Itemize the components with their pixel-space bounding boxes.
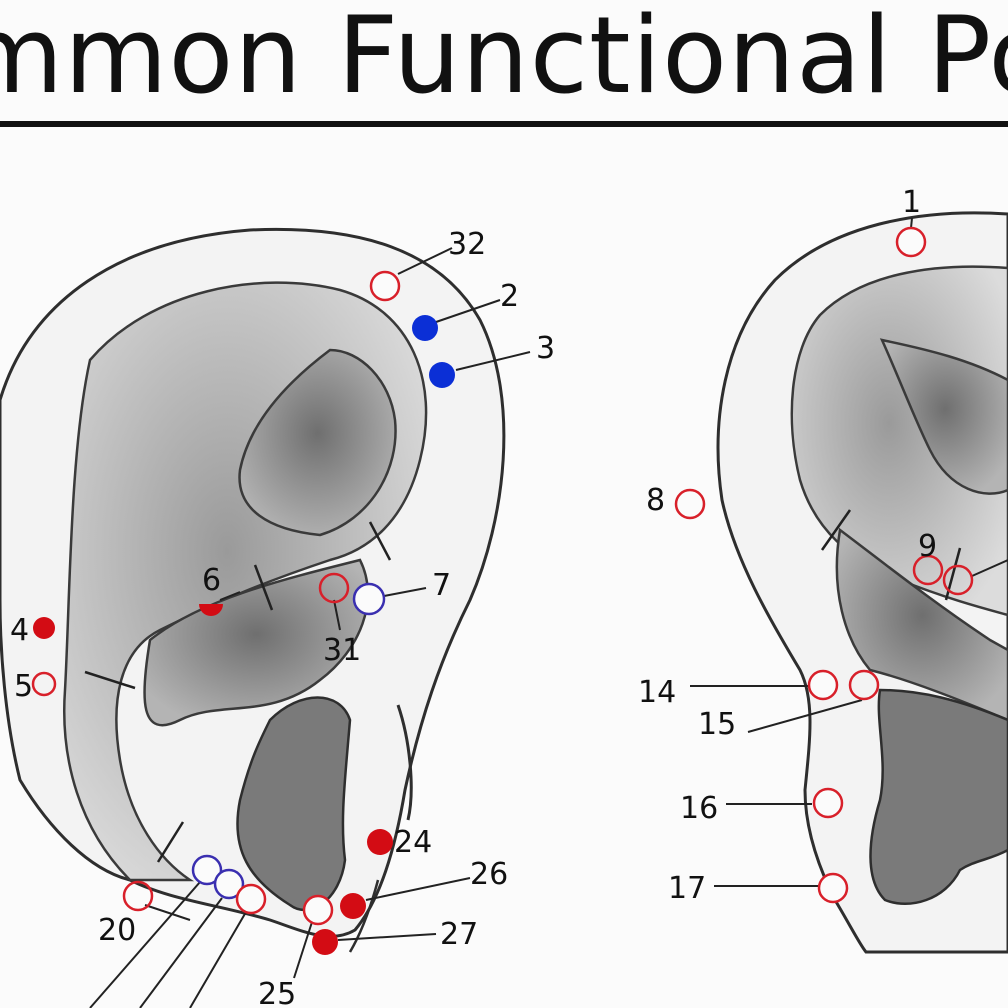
label-17: 17 bbox=[668, 871, 706, 906]
label-9: 9 bbox=[918, 529, 937, 564]
left-ear-fossa bbox=[238, 348, 397, 537]
left-ear-tragus-line bbox=[348, 879, 380, 953]
point-open-red-c bbox=[235, 883, 267, 915]
point-31-open bbox=[318, 572, 350, 604]
point-25-open bbox=[302, 894, 334, 926]
point-17-open bbox=[817, 872, 849, 904]
label-20: 20 bbox=[98, 913, 136, 948]
leader-line-22 bbox=[139, 897, 223, 1008]
label-7: 7 bbox=[432, 568, 451, 603]
label-15: 15 bbox=[698, 707, 736, 742]
point-14-open bbox=[807, 669, 839, 701]
point-9-open bbox=[912, 554, 944, 586]
point-8-open bbox=[674, 488, 706, 520]
right-ear-canal bbox=[869, 688, 1008, 905]
divider-tick bbox=[820, 509, 852, 551]
label-25: 25 bbox=[258, 977, 296, 1008]
divider-tick bbox=[84, 670, 136, 690]
point-7-open-blue bbox=[352, 582, 386, 616]
right-ear: 1 8 9 14 15 16 17 bbox=[638, 185, 1008, 954]
leader-line-20 bbox=[144, 904, 191, 921]
label-1: 1 bbox=[902, 185, 921, 220]
leader-line-15 bbox=[747, 699, 863, 733]
point-open-blue-a bbox=[191, 854, 223, 886]
leader-line-31 bbox=[333, 599, 341, 631]
label-32: 32 bbox=[448, 227, 486, 262]
title-underline bbox=[0, 121, 1008, 127]
left-ear: 32 2 3 6 7 31 4 5 20 24 26 27 25 bbox=[0, 227, 555, 1008]
leader-line-7 bbox=[383, 587, 427, 597]
leader-line-3 bbox=[455, 351, 531, 371]
point-26-filled-red bbox=[340, 893, 366, 919]
divider-tick bbox=[156, 821, 185, 863]
point-4-filled-red bbox=[33, 617, 55, 639]
point-5-open bbox=[31, 671, 57, 697]
point-15-open bbox=[848, 669, 880, 701]
label-16: 16 bbox=[680, 791, 718, 826]
point-27-filled-red bbox=[312, 929, 338, 955]
leader-line-32 bbox=[397, 247, 453, 275]
leader-line-23 bbox=[189, 911, 247, 1008]
leader-line-27 bbox=[337, 933, 437, 941]
leader-line-6 bbox=[219, 591, 241, 601]
left-ear-lobule-line bbox=[396, 704, 413, 821]
divider-tick bbox=[253, 564, 274, 611]
point-2-filled-blue bbox=[412, 315, 438, 341]
point-20-open bbox=[122, 880, 154, 912]
divider-tick bbox=[368, 521, 392, 561]
point-24-filled-red bbox=[367, 829, 393, 855]
label-6: 6 bbox=[202, 563, 221, 598]
point-open-right-b bbox=[942, 564, 974, 596]
label-4: 4 bbox=[10, 613, 29, 648]
label-26: 26 bbox=[470, 857, 508, 892]
point-1-open bbox=[895, 226, 927, 258]
label-24: 24 bbox=[394, 825, 432, 860]
point-6-filled-red bbox=[199, 604, 223, 616]
page-title: mmon Functional Poin bbox=[0, 0, 1008, 117]
right-ear-antihelix bbox=[790, 265, 1008, 617]
point-3-filled-blue bbox=[429, 362, 455, 388]
label-14: 14 bbox=[638, 675, 676, 710]
label-8: 8 bbox=[646, 483, 665, 518]
left-ear-concha bbox=[143, 558, 369, 727]
leader-line-2 bbox=[435, 299, 501, 323]
leader-line-25 bbox=[293, 921, 313, 979]
label-3: 3 bbox=[536, 331, 555, 366]
label-31: 31 bbox=[323, 633, 361, 668]
label-27: 27 bbox=[440, 917, 478, 952]
leader-line-9 bbox=[971, 559, 1008, 577]
point-16-open bbox=[812, 787, 844, 819]
leader-line-26 bbox=[365, 877, 471, 901]
leader-line-21 bbox=[89, 881, 201, 1008]
point-32-open bbox=[369, 270, 401, 302]
right-ear-concha bbox=[835, 527, 1008, 722]
label-2: 2 bbox=[500, 279, 519, 314]
right-ear-fossa bbox=[879, 338, 1008, 495]
point-open-blue-b bbox=[213, 868, 245, 900]
leader-line-1 bbox=[910, 217, 913, 229]
label-5: 5 bbox=[14, 669, 33, 704]
